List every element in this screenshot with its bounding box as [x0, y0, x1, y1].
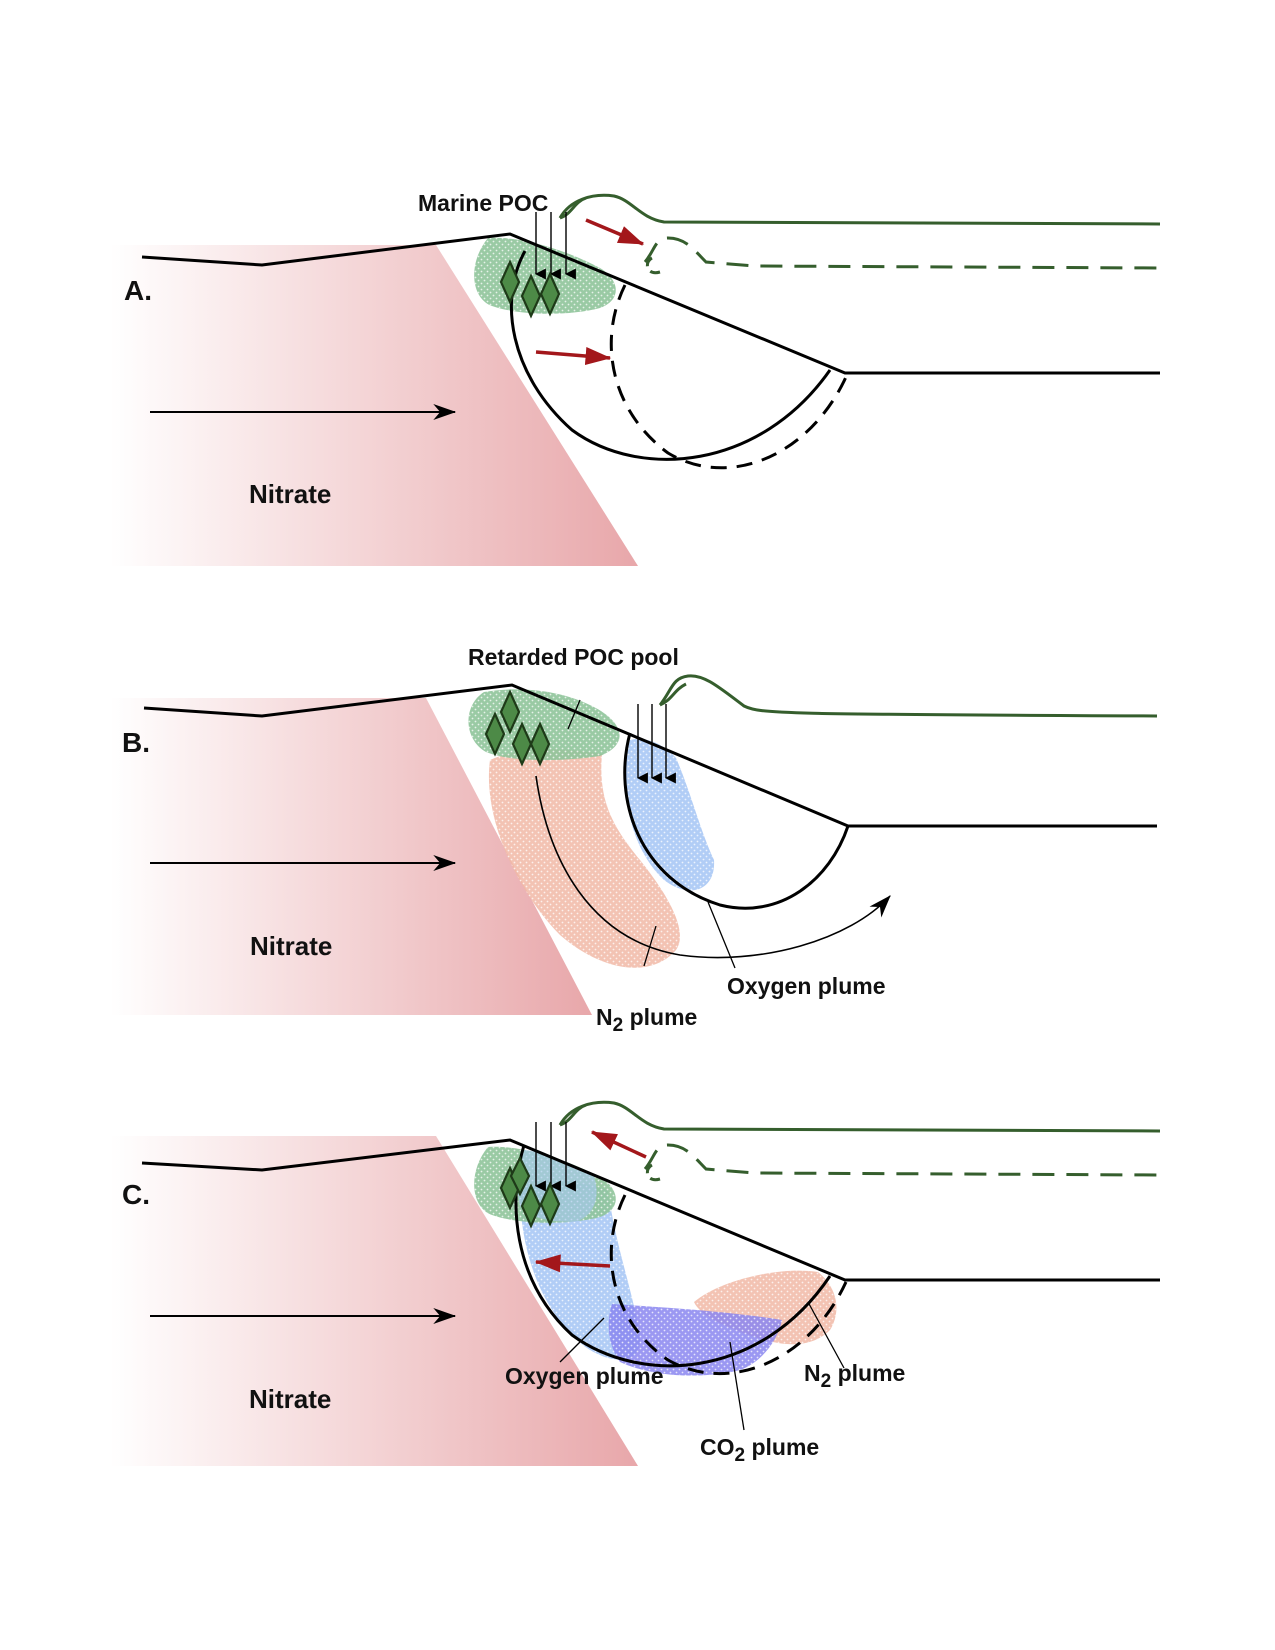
organic-particles	[484, 689, 551, 767]
shift-arrow-lower	[534, 1254, 611, 1273]
panel-label: C.	[122, 1179, 150, 1210]
nitrate-zone	[110, 1136, 638, 1466]
panel-c: C. Nitrate	[110, 1100, 1161, 1466]
n2-plume-label: N2 plume	[596, 1004, 697, 1036]
water-surface	[558, 193, 1161, 226]
organic-particles	[499, 1155, 561, 1229]
nitrate-label: Nitrate	[249, 479, 331, 509]
ground-surface	[141, 232, 1160, 375]
n2-plume-label: N2 plume	[804, 1360, 905, 1392]
ground-surface	[141, 1138, 1160, 1282]
basin-outline	[509, 250, 832, 461]
ground-surface	[143, 683, 1157, 828]
nitrate-label: Nitrate	[250, 931, 332, 961]
co2-plume-label: CO2 plume	[700, 1434, 819, 1466]
retarded-poc-label: Retarded POC pool	[468, 644, 679, 670]
basin-outline	[514, 1144, 832, 1368]
organic-particles	[499, 259, 561, 319]
panel-a: A. Nitrate Marine POC	[110, 190, 1161, 566]
shift-arrow-lower	[535, 347, 612, 365]
water-surface-shifted	[643, 1143, 1161, 1177]
marine-poc-label: Marine POC	[418, 190, 548, 216]
panel-label: A.	[124, 275, 152, 306]
panel-b: B. Nitrate	[110, 644, 1158, 1036]
shift-arrow-upper	[585, 218, 645, 246]
oxygen-plume-label: Oxygen plume	[505, 1363, 663, 1389]
oxygen-plume-label: Oxygen plume	[727, 973, 885, 999]
panel-label: B.	[122, 727, 150, 758]
nitrate-label: Nitrate	[249, 1384, 331, 1414]
water-surface	[658, 674, 1158, 718]
water-surface	[558, 1100, 1161, 1133]
basin-outline	[623, 732, 850, 910]
basin-outline-shifted	[609, 1194, 848, 1376]
water-surface-shifted	[643, 236, 1161, 270]
groundwater-flow-path	[535, 775, 891, 959]
shift-arrow-upper	[590, 1130, 647, 1159]
basin-outline-shifted	[609, 284, 848, 470]
nitrate-zone	[110, 245, 638, 566]
nitrate-zone	[110, 698, 592, 1015]
